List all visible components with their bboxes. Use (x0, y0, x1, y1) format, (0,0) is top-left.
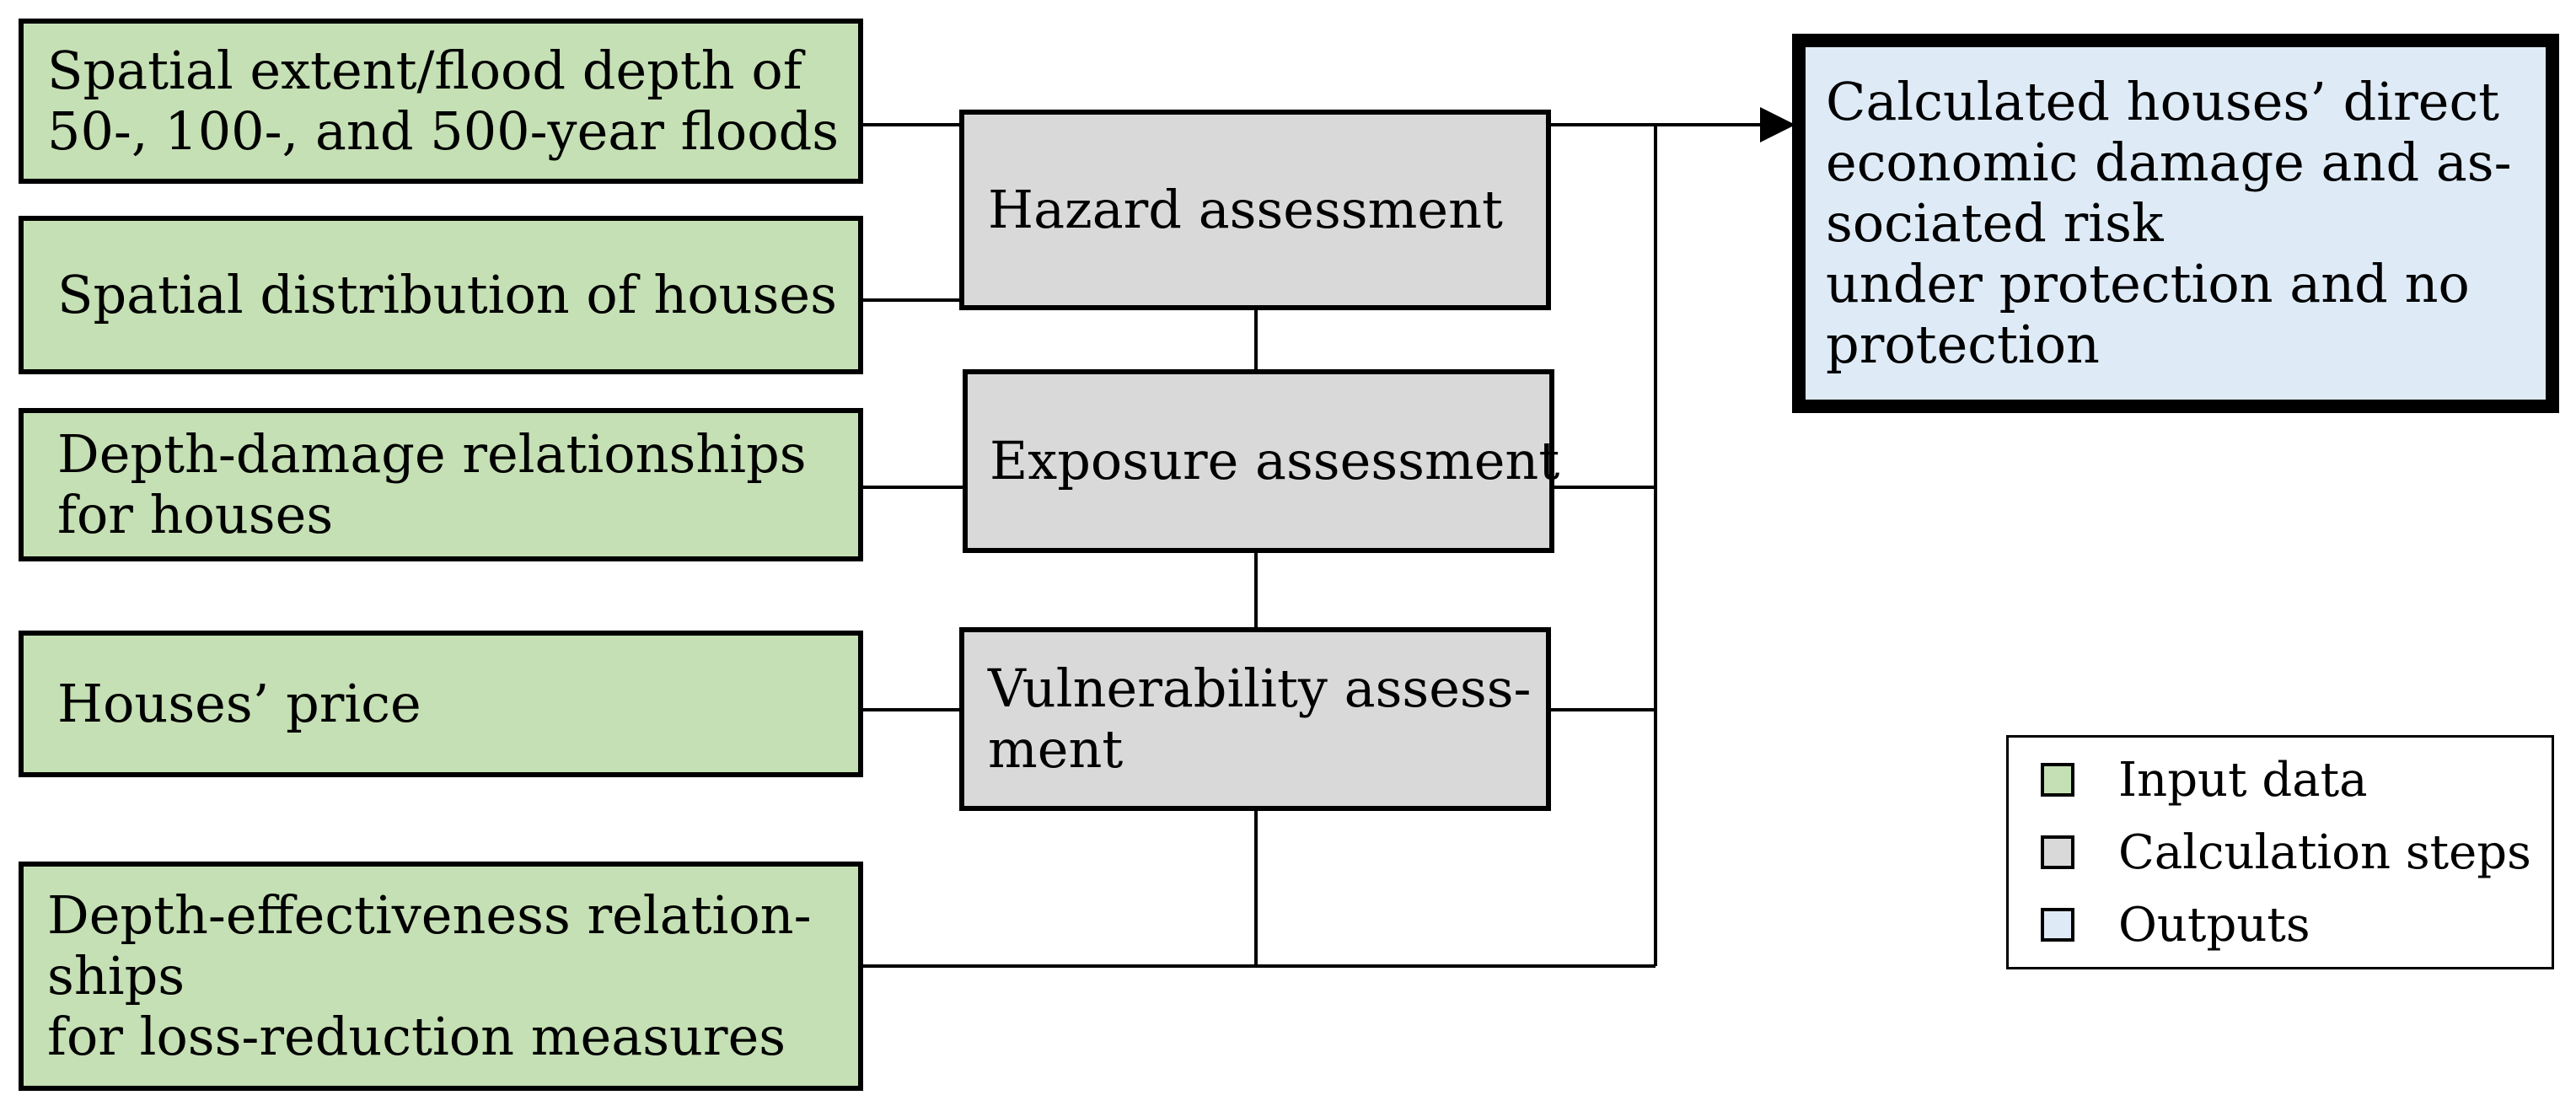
input-house-price: Houses’ price (19, 631, 863, 777)
output-line-4: under protection and no (1826, 253, 2470, 314)
step-vulnerability-line-1: Vulnerability assess- (988, 658, 1532, 719)
legend-item-input: Input data (2041, 746, 2368, 813)
output-economic-damage: Calculated houses’ direct economic damag… (1792, 34, 2559, 413)
input-depth-effectiveness-line-3: for loss-reduction measures (47, 1006, 786, 1067)
legend: Input data Calculation steps Outputs (2006, 735, 2554, 969)
legend-label-outputs: Outputs (2118, 897, 2310, 953)
input-depth-damage: Depth-damage relationships for houses (19, 408, 863, 561)
legend-swatch-input (2041, 763, 2074, 797)
input-flood-extent-line-1: Spatial extent/flood depth of (47, 40, 802, 101)
input-house-price-line-1: Houses’ price (57, 673, 421, 734)
input-depth-damage-line-1: Depth-damage relationships (57, 423, 807, 485)
input-house-distribution: Spatial distribution of houses (19, 216, 863, 374)
input-depth-effectiveness-line-2: ships (47, 945, 185, 1007)
legend-item-outputs: Outputs (2041, 891, 2310, 958)
step-hazard-label: Hazard assessment (988, 179, 1503, 240)
legend-swatch-outputs (2041, 908, 2074, 942)
legend-swatch-calculation (2041, 835, 2074, 869)
output-line-1: Calculated houses’ direct (1826, 71, 2500, 132)
output-line-3: sociated risk (1826, 192, 2164, 254)
arrowhead-icon (1760, 107, 1795, 142)
input-depth-effectiveness: Depth-effectiveness relation- ships for … (19, 862, 863, 1091)
output-line-5: protection (1826, 314, 2100, 375)
input-flood-extent-line-2: 50-, 100-, and 500-year floods (47, 100, 840, 162)
input-depth-effectiveness-line-1: Depth-effectiveness relation- (47, 884, 812, 946)
step-exposure-label: Exposure assessment (990, 430, 1560, 491)
input-depth-damage-line-2: for houses (57, 484, 334, 545)
legend-label-input: Input data (2118, 752, 2368, 808)
input-flood-extent: Spatial extent/flood depth of 50-, 100-,… (19, 19, 863, 184)
step-vulnerability-line-2: ment (988, 718, 1124, 780)
step-vulnerability-assessment: Vulnerability assess- ment (959, 627, 1551, 811)
legend-item-calculation: Calculation steps (2041, 819, 2531, 886)
output-line-2: economic damage and as- (1826, 132, 2512, 193)
legend-label-calculation: Calculation steps (2118, 824, 2531, 880)
step-hazard-assessment: Hazard assessment (959, 110, 1551, 310)
step-exposure-assessment: Exposure assessment (963, 369, 1560, 553)
input-house-distribution-line-1: Spatial distribution of houses (57, 264, 837, 325)
